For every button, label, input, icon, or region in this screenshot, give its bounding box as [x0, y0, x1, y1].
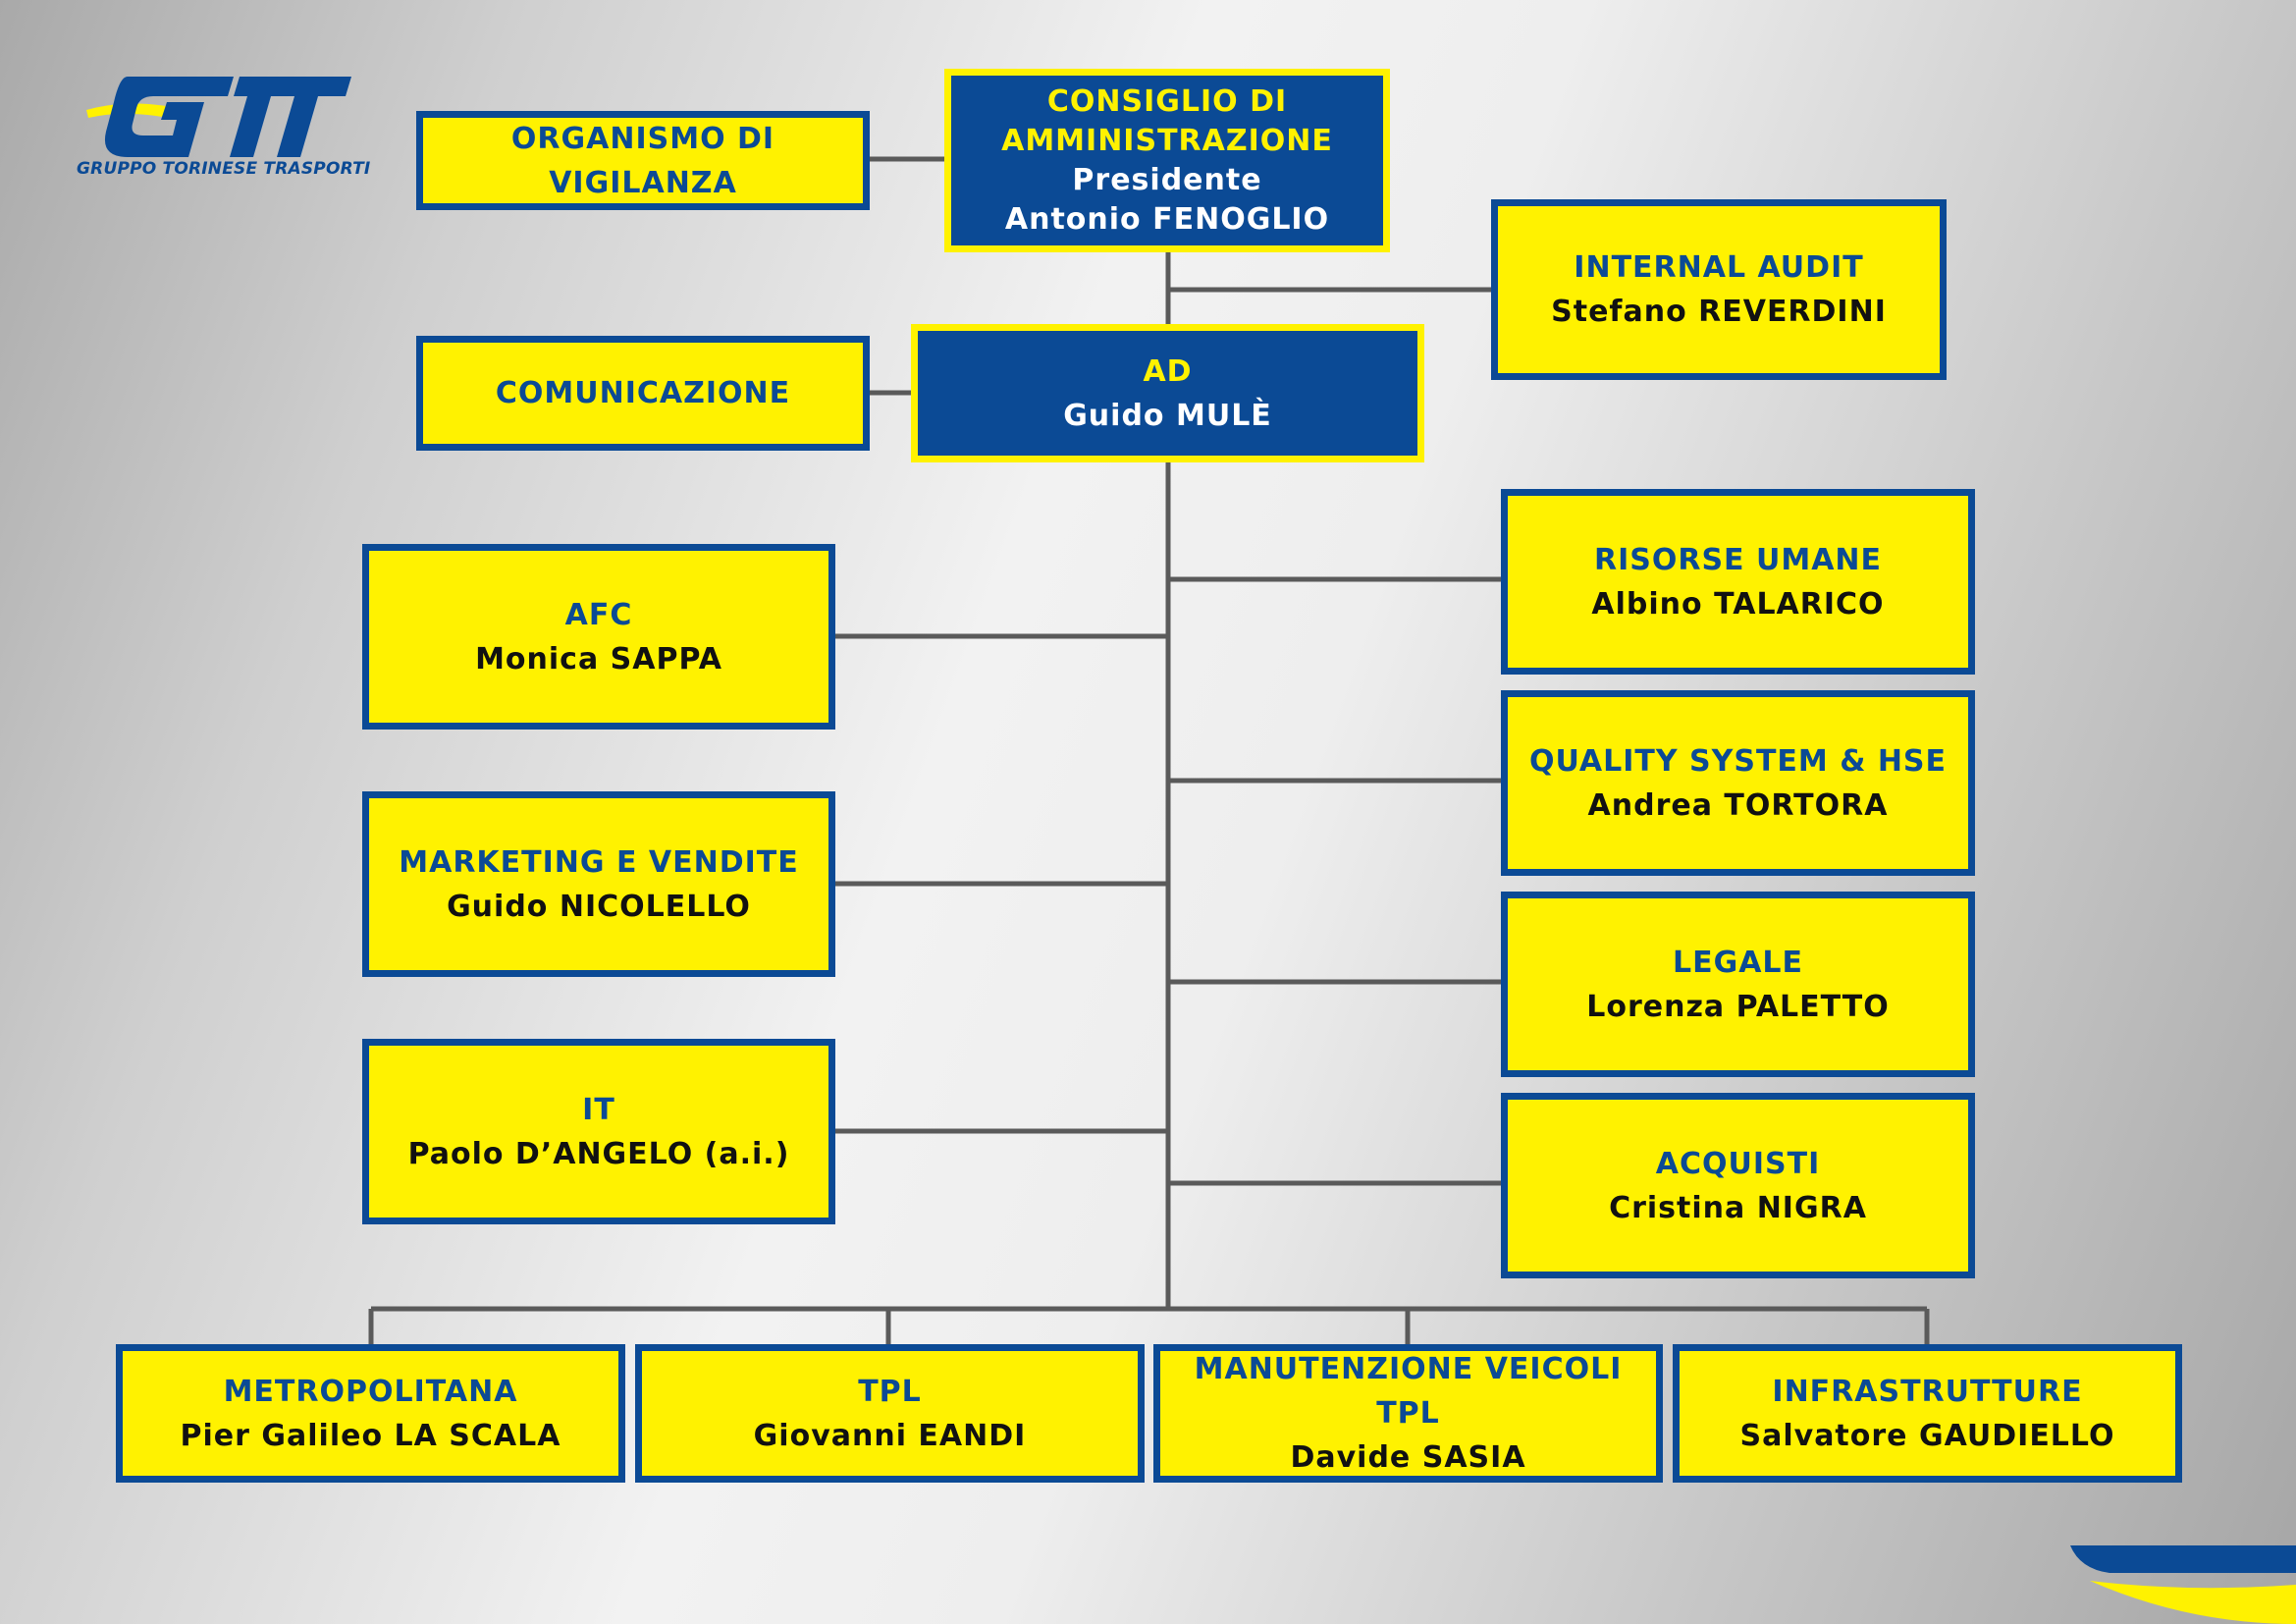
infrastrutture-title: INFRASTRUTTURE — [1772, 1374, 2083, 1409]
it-box: IT Paolo D’ANGELO (a.i.) — [362, 1039, 835, 1224]
marketing-box: MARKETING E VENDITE Guido NICOLELLO — [362, 791, 835, 977]
quality-title: QUALITY SYSTEM & HSE — [1528, 743, 1948, 779]
marketing-name: Guido NICOLELLO — [447, 889, 751, 924]
tpl-name: Giovanni EANDI — [753, 1418, 1027, 1453]
metropolitana-title: METROPOLITANA — [223, 1374, 518, 1409]
legale-title: LEGALE — [1672, 945, 1804, 980]
metropolitana-box: METROPOLITANA Pier Galileo LA SCALA — [116, 1344, 625, 1483]
board-title-line2: AMMINISTRAZIONE — [1001, 123, 1333, 158]
ad-name: Guido MULÈ — [1063, 398, 1272, 433]
vigilanza-box: ORGANISMO DI VIGILANZA — [416, 111, 870, 210]
manutenzione-box: MANUTENZIONE VEICOLI TPL Davide SASIA — [1153, 1344, 1663, 1483]
tpl-title: TPL — [858, 1374, 922, 1409]
comunicazione-box: COMUNICAZIONE — [416, 336, 870, 451]
internal-audit-title: INTERNAL AUDIT — [1574, 250, 1864, 285]
afc-name: Monica SAPPA — [475, 641, 722, 677]
acquisti-title: ACQUISTI — [1655, 1146, 1821, 1181]
swoosh-decoration — [2070, 1545, 2296, 1624]
legale-name: Lorenza PALETTO — [1586, 989, 1890, 1024]
risorse-umane-title: RISORSE UMANE — [1593, 542, 1883, 577]
quality-name: Andrea TORTORA — [1587, 787, 1889, 823]
risorse-umane-name: Albino TALARICO — [1591, 586, 1885, 622]
afc-box: AFC Monica SAPPA — [362, 544, 835, 730]
logo-tagline: GRUPPO TORINESE TRASPORTI — [77, 159, 371, 179]
internal-audit-box: INTERNAL AUDIT Stefano REVERDINI — [1491, 199, 1947, 380]
board-box: CONSIGLIO DI AMMINISTRAZIONE Presidente … — [944, 69, 1390, 252]
comunicazione-title: COMUNICAZIONE — [495, 376, 791, 410]
it-title: IT — [582, 1092, 615, 1127]
acquisti-box: ACQUISTI Cristina NIGRA — [1501, 1093, 1975, 1278]
manutenzione-title: MANUTENZIONE VEICOLI TPL — [1194, 1352, 1623, 1431]
ad-title: AD — [1143, 353, 1193, 389]
tpl-box: TPL Giovanni EANDI — [635, 1344, 1145, 1483]
infrastrutture-name: Salvatore GAUDIELLO — [1739, 1418, 2115, 1453]
metropolitana-name: Pier Galileo LA SCALA — [180, 1418, 561, 1453]
board-role: Presidente — [1072, 162, 1262, 197]
it-name: Paolo D’ANGELO (a.i.) — [407, 1136, 790, 1171]
ad-box: AD Guido MULÈ — [911, 324, 1424, 462]
internal-audit-name: Stefano REVERDINI — [1551, 295, 1887, 329]
risorse-umane-box: RISORSE UMANE Albino TALARICO — [1501, 489, 1975, 675]
gtt-logo-mark — [86, 77, 351, 157]
afc-title: AFC — [564, 597, 633, 632]
infrastrutture-box: INFRASTRUTTURE Salvatore GAUDIELLO — [1673, 1344, 2182, 1483]
vigilanza-title: ORGANISMO DI VIGILANZA — [510, 121, 775, 200]
marketing-title: MARKETING E VENDITE — [399, 844, 799, 880]
board-president-name: Antonio FENOGLIO — [1004, 201, 1330, 237]
board-title-line1: CONSIGLIO DI — [1046, 83, 1288, 119]
manutenzione-name: Davide SASIA — [1290, 1440, 1526, 1475]
quality-box: QUALITY SYSTEM & HSE Andrea TORTORA — [1501, 690, 1975, 876]
acquisti-name: Cristina NIGRA — [1609, 1190, 1867, 1225]
legale-box: LEGALE Lorenza PALETTO — [1501, 892, 1975, 1077]
gtt-logo: GRUPPO TORINESE TRASPORTI — [77, 69, 371, 187]
